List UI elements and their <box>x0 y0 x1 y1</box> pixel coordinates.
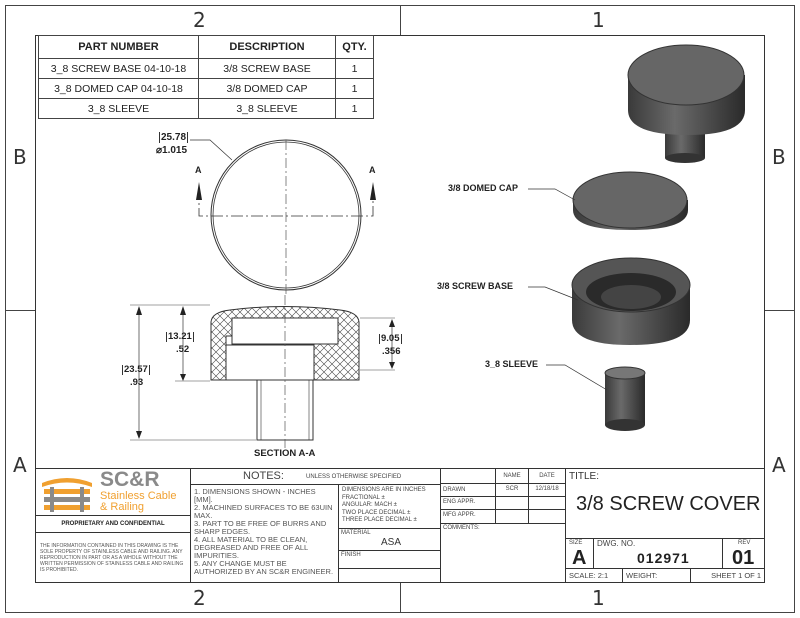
callout-sleeve: 3_8 SLEEVE <box>485 359 539 369</box>
zone-label: B <box>13 145 27 169</box>
zone-label: 2 <box>193 586 206 610</box>
scale-field: SCALE: 2:1 <box>565 568 623 583</box>
rev-field: REV 01 <box>722 538 765 569</box>
zone-label: A <box>772 453 786 477</box>
section-marker-left: A <box>195 165 202 175</box>
size-value: A <box>572 547 587 569</box>
logo-main: SC&R <box>100 468 160 491</box>
screw-base-iso <box>571 257 691 345</box>
bom-cell: 3_8 DOMED CAP 04-10-18 <box>38 78 199 99</box>
zone-label: 2 <box>193 8 206 32</box>
tolerance-line: ANGULAR: MACH ± <box>342 502 397 508</box>
eng-appr-label: ENG APPR. <box>440 496 496 510</box>
rev-label: REV <box>738 540 751 546</box>
bom-cell: 1 <box>335 58 374 79</box>
callout-screw-base: 3/8 SCREW BASE <box>437 281 514 291</box>
notes-title: NOTES: <box>243 470 284 482</box>
bom-cell: 3_8 SCREW BASE 04-10-18 <box>38 58 199 79</box>
bom-cell: 1 <box>335 98 374 119</box>
eng-appr-name <box>495 496 529 510</box>
logo-sub: Stainless Cable <box>100 490 177 502</box>
dim-total-height-mm: 23.57 <box>122 364 150 376</box>
note-item: 2. MACHINED SURFACES TO BE 63UIN MAX. <box>194 503 333 520</box>
mfg-appr-date <box>528 509 566 524</box>
material-label: MATERIAL <box>341 530 371 536</box>
notes-body: 1. DIMENSIONS SHOWN - INCHES [MM]. 2. MA… <box>190 484 339 583</box>
approval-blank <box>440 468 496 484</box>
finish-label: FINISH <box>341 552 361 558</box>
zone-label: 1 <box>592 586 605 610</box>
drawn-label: DRAWN <box>440 483 496 497</box>
zone-divider <box>5 310 35 311</box>
mfg-appr-name <box>495 509 529 524</box>
zone-label: A <box>13 453 27 477</box>
rev-value: 01 <box>732 547 755 569</box>
size-field: SIZE A <box>565 538 594 569</box>
notes-header: NOTES: UNLESS OTHERWISE SPECIFIED <box>190 468 441 485</box>
logo-mark <box>42 478 92 512</box>
tolerance-line: THREE PLACE DECIMAL ± <box>342 517 417 523</box>
comments-field: COMMENTS: <box>440 523 566 583</box>
disclaimer: THE INFORMATION CONTAINED IN THIS DRAWIN… <box>35 532 191 583</box>
note-item: 1. DIMENSIONS SHOWN - INCHES [MM]. <box>194 487 316 504</box>
section-label: SECTION A-A <box>254 448 316 459</box>
section-view <box>130 295 395 448</box>
section-marker-right: A <box>369 165 376 175</box>
material-value: ASA <box>381 537 402 548</box>
drawn-name: SCR <box>495 483 529 497</box>
tolerances: DIMENSIONS ARE IN INCHES FRACTIONAL ± AN… <box>338 484 441 529</box>
callout-domed-cap: 3/8 DOMED CAP <box>448 183 519 193</box>
zone-divider <box>400 583 401 613</box>
note-item: 3. PART TO BE FREE OF BURRS AND SHARP ED… <box>194 519 327 536</box>
eng-appr-date <box>528 496 566 510</box>
blank-field <box>338 568 441 583</box>
zone-label: B <box>772 145 786 169</box>
zone-divider <box>400 5 401 35</box>
sleeve-iso <box>604 366 646 431</box>
notes-subtitle: UNLESS OTHERWISE SPECIFIED <box>306 474 402 480</box>
domed-cap-iso <box>572 171 688 230</box>
date-header: DATE <box>528 468 566 484</box>
dim-cap-height-in: .52 <box>176 344 190 355</box>
top-view <box>190 139 376 295</box>
note-item: 5. ANY CHANGE MUST BE AUTHORIZED BY AN S… <box>194 559 334 576</box>
dim-diameter-in: ⌀1.015 <box>156 145 188 156</box>
tolerance-line: DIMENSIONS ARE IN INCHES <box>342 487 426 493</box>
title-field: TITLE: 3/8 SCREW COVER <box>565 468 765 539</box>
bom-cell: 3_8 SLEEVE <box>38 98 199 119</box>
dim-diameter-mm: 25.78 <box>159 132 189 143</box>
drawing-title: 3/8 SCREW COVER <box>576 493 761 515</box>
weight-field: WEIGHT: <box>622 568 691 583</box>
bom-header: DESCRIPTION <box>198 35 336 59</box>
zone-label: 1 <box>592 8 605 32</box>
assembly-iso <box>627 44 745 163</box>
bom-cell: 3_8 SLEEVE <box>198 98 336 119</box>
drawn-date: 12/18/18 <box>528 483 566 497</box>
dwg-no-value: 012971 <box>637 550 690 566</box>
tolerance-line: FRACTIONAL ± <box>342 494 385 501</box>
callout-leaders <box>528 188 608 391</box>
dim-total-height-in: .93 <box>130 377 144 388</box>
sheet-field: SHEET 1 OF 1 <box>690 568 765 583</box>
dim-depth-mm: 9.05 <box>379 333 402 345</box>
note-item: 4. ALL MATERIAL TO BE CLEAN, DEGREASED A… <box>194 535 308 560</box>
dim-depth-in: .356 <box>382 346 401 357</box>
proprietary-label: PROPRIETARY AND CONFIDENTIAL <box>35 515 191 533</box>
zone-divider <box>765 310 795 311</box>
logo-sub: & Railing <box>100 501 145 513</box>
size-label: SIZE <box>569 540 583 546</box>
material-field: MATERIAL ASA <box>338 528 441 551</box>
dwg-no-label: DWG. NO. <box>597 539 636 548</box>
logo-area: SC&R Stainless Cable & Railing <box>35 468 191 516</box>
mfg-appr-label: MFG APPR. <box>440 509 496 524</box>
name-header: NAME <box>495 468 529 484</box>
dwg-no-field: DWG. NO. 012971 <box>593 538 723 569</box>
finish-field: FINISH <box>338 550 441 569</box>
title-label: TITLE: <box>569 471 600 482</box>
tolerance-line: TWO PLACE DECIMAL ± <box>342 509 411 516</box>
dim-cap-height-mm: 13.21 <box>166 331 194 343</box>
